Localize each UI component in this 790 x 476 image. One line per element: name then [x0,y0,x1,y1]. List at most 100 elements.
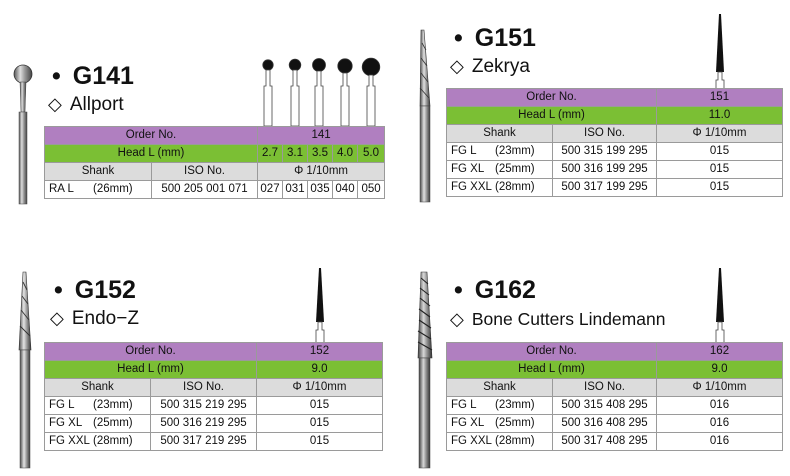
size-cell: 015 [656,160,783,179]
diamond-icon: ◇ [450,56,464,76]
col-diameter: Φ 1/10mm [256,378,383,397]
order-label: Order No. [446,88,657,107]
round-bur-photo-icon [13,64,33,205]
col-iso: ISO No. [552,124,657,143]
head-value: 11.0 [656,106,783,125]
table-row: RA L(26mm) 500 205 001 071 027 031 035 0… [44,180,386,199]
head-label: Head L (mm) [446,360,657,379]
order-label: Order No. [44,126,258,145]
col-diameter: Φ 1/10mm [656,124,783,143]
iso-cell: 500 315 219 295 [150,396,257,415]
product-name: ◇Zekrya [450,56,530,77]
col-shank: Shank [446,124,553,143]
diamond-icon: ◇ [450,309,464,329]
size-cell: 040 [332,180,358,199]
col-shank: Shank [44,162,152,181]
size-cell: 015 [656,178,783,197]
order-label: Order No. [446,342,657,361]
head-label: Head L (mm) [44,360,257,379]
iso-cell: 500 315 199 295 [552,142,657,161]
bone-cutter-bur-photo-icon [417,271,433,469]
iso-cell: 500 317 408 295 [552,432,657,451]
product-code: •G152 [54,276,136,304]
size-cell: 015 [656,142,783,161]
shank-cell: FG L(23mm) [44,396,151,415]
head-value: 5.0 [356,144,386,163]
size-cell: 015 [256,432,383,451]
size-cell: 015 [256,396,383,415]
size-cell: 050 [356,180,386,199]
order-value: 141 [256,126,386,145]
size-cell: 016 [656,414,783,433]
col-diameter: Φ 1/10mm [656,378,783,397]
bullet-icon: • [454,276,463,304]
iso-cell: 500 317 199 295 [552,178,657,197]
product-name: ◇Bone Cutters Lindemann [450,309,666,329]
size-cell: 016 [656,432,783,451]
shank-cell: FG L(23mm) [446,396,553,415]
shank-cell: RA L(26mm) [44,180,152,199]
size-cell: 016 [656,396,783,415]
tapered-bur-silhouette-icon [715,14,725,93]
head-value: 3.1 [282,144,308,163]
bullet-icon: • [454,24,463,52]
shank-cell: FG XL(25mm) [446,160,553,179]
bullet-icon: • [54,276,63,304]
head-label: Head L (mm) [44,144,258,163]
iso-cell: 500 316 408 295 [552,414,657,433]
head-value: 4.0 [332,144,358,163]
head-value: 9.0 [256,360,383,379]
tapered-bur-photo-icon [419,29,431,203]
product-code: •G141 [52,62,134,90]
col-diameter: Φ 1/10mm [256,162,386,181]
order-label: Order No. [44,342,257,361]
shank-cell: FG XL(25mm) [446,414,553,433]
bullet-icon: • [52,62,61,90]
order-value: 162 [656,342,783,361]
diamond-icon: ◇ [50,308,64,328]
iso-cell: 500 316 219 295 [150,414,257,433]
size-cell: 027 [257,180,283,199]
head-value: 3.5 [307,144,333,163]
col-iso: ISO No. [552,378,657,397]
iso-cell: 500 205 001 071 [151,180,258,199]
product-name: ◇Endo−Z [50,308,139,329]
col-shank: Shank [446,378,553,397]
size-cell: 035 [307,180,333,199]
tapered-bur-silhouette-icon [715,268,725,345]
head-value: 2.7 [257,144,283,163]
order-value: 151 [656,88,783,107]
iso-cell: 500 316 199 295 [552,160,657,179]
head-value: 9.0 [656,360,783,379]
size-cell: 015 [256,414,383,433]
bur-size-silhouettes-icon [262,57,381,127]
spec-table: Order No.141 Head L (mm) 2.7 3.1 3.5 4.0… [44,126,386,199]
shank-cell: FG XL(25mm) [44,414,151,433]
shank-cell: FG XXL(28mm) [446,432,553,451]
order-value: 152 [256,342,383,361]
col-iso: ISO No. [150,378,257,397]
iso-cell: 500 315 408 295 [552,396,657,415]
product-name: ◇Allport [48,94,124,115]
shank-cell: FG XXL(28mm) [446,178,553,197]
col-iso: ISO No. [151,162,258,181]
iso-cell: 500 317 219 295 [150,432,257,451]
shank-cell: FG XXL(28mm) [44,432,151,451]
diamond-icon: ◇ [48,94,62,114]
endo-z-bur-photo-icon [18,271,32,469]
shank-cell: FG L(23mm) [446,142,553,161]
col-shank: Shank [44,378,151,397]
tapered-bur-silhouette-icon [315,268,325,345]
head-label: Head L (mm) [446,106,657,125]
